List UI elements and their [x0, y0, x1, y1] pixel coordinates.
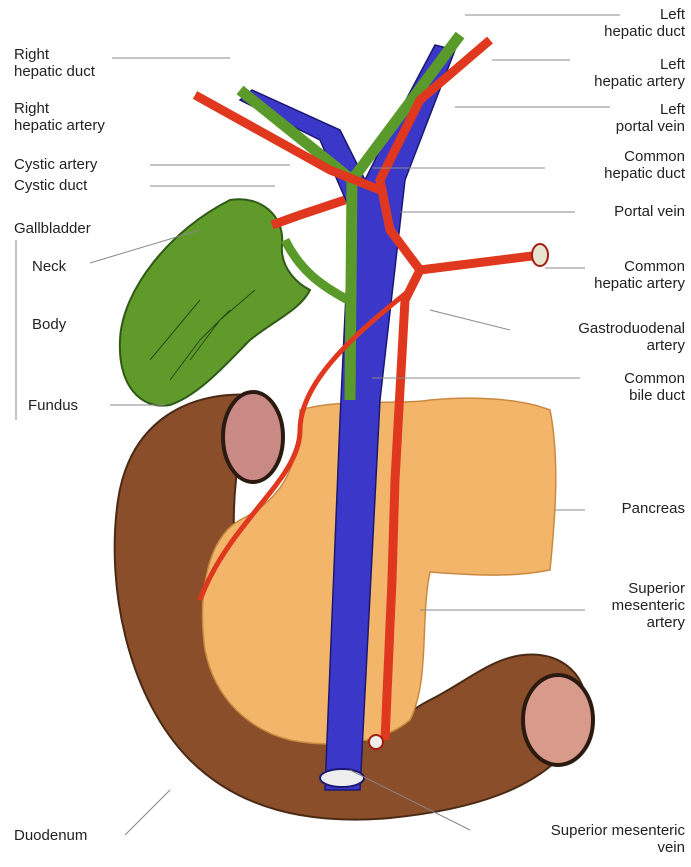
label-gallbladder: Gallbladder — [14, 220, 91, 237]
duodenum-opening-top — [223, 392, 283, 482]
label-body: Body — [32, 316, 66, 333]
label-duodenum: Duodenum — [14, 827, 87, 844]
label-neck: Neck — [32, 258, 66, 275]
label-portal-vein: Portal vein — [614, 203, 685, 220]
label-fundus: Fundus — [28, 397, 78, 414]
label-pancreas: Pancreas — [622, 500, 685, 517]
gallbladder — [120, 199, 310, 405]
label-cystic-duct: Cystic duct — [14, 177, 87, 194]
duodenum-opening-right — [523, 675, 593, 765]
label-cystic-artery: Cystic artery — [14, 156, 97, 173]
